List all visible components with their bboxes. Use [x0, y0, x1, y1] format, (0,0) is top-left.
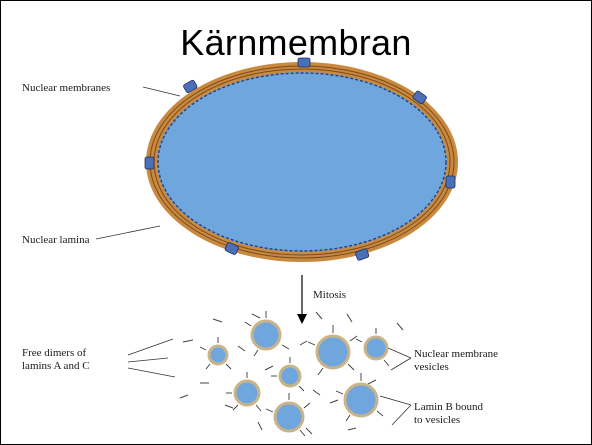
dimer [368, 380, 376, 384]
label-lamin-b-2: to vesicles [414, 414, 460, 426]
dimer [300, 341, 307, 345]
label-free-dimers-1: Free dimers of [22, 347, 86, 359]
vesicles [200, 311, 389, 436]
leader-line [388, 348, 411, 358]
arrow-head [297, 314, 307, 324]
label-mitosis: Mitosis [313, 289, 346, 301]
label-vesicles-1: Nuclear membrane [414, 348, 498, 360]
label-nuclear-lamina: Nuclear lamina [22, 234, 90, 246]
dimer [397, 323, 403, 330]
leader-line [380, 396, 411, 405]
dimer [313, 390, 320, 395]
dimer [306, 428, 312, 434]
dimer [183, 340, 193, 342]
vesicle [226, 372, 261, 411]
dimer [252, 314, 260, 318]
nuclear-pore [145, 157, 154, 169]
vesicle [271, 357, 304, 391]
label-nuclear-membranes: Nuclear membranes [22, 82, 110, 94]
leader-line [128, 358, 168, 362]
dimer [348, 428, 356, 430]
vesicle [356, 328, 389, 366]
nuclear-pore [446, 176, 455, 188]
leader-line [143, 87, 180, 96]
leader-line [96, 226, 160, 239]
dimer [213, 319, 222, 322]
vesicle [200, 337, 231, 369]
dimer [258, 422, 262, 430]
mitosis-arrow [297, 275, 307, 324]
vesicle [245, 311, 289, 356]
leader-line [392, 405, 411, 425]
dimer [225, 405, 233, 408]
dimer [238, 346, 245, 351]
nuclear-pore [298, 58, 310, 67]
dimer [347, 314, 352, 322]
label-free-dimers-2: lamins A and C [22, 360, 90, 372]
dimer [330, 400, 338, 403]
dimer [265, 366, 273, 370]
label-lamin-b-1: Lamin B bound [414, 401, 484, 413]
dimer [316, 312, 322, 319]
vesicle [266, 393, 310, 436]
vesicle [308, 325, 357, 375]
nucleus [146, 62, 458, 262]
leader-line [128, 368, 175, 377]
leader-line [391, 358, 411, 370]
leader-line [128, 339, 173, 355]
dimer [180, 395, 188, 398]
label-vesicles-2: vesicles [414, 361, 449, 373]
